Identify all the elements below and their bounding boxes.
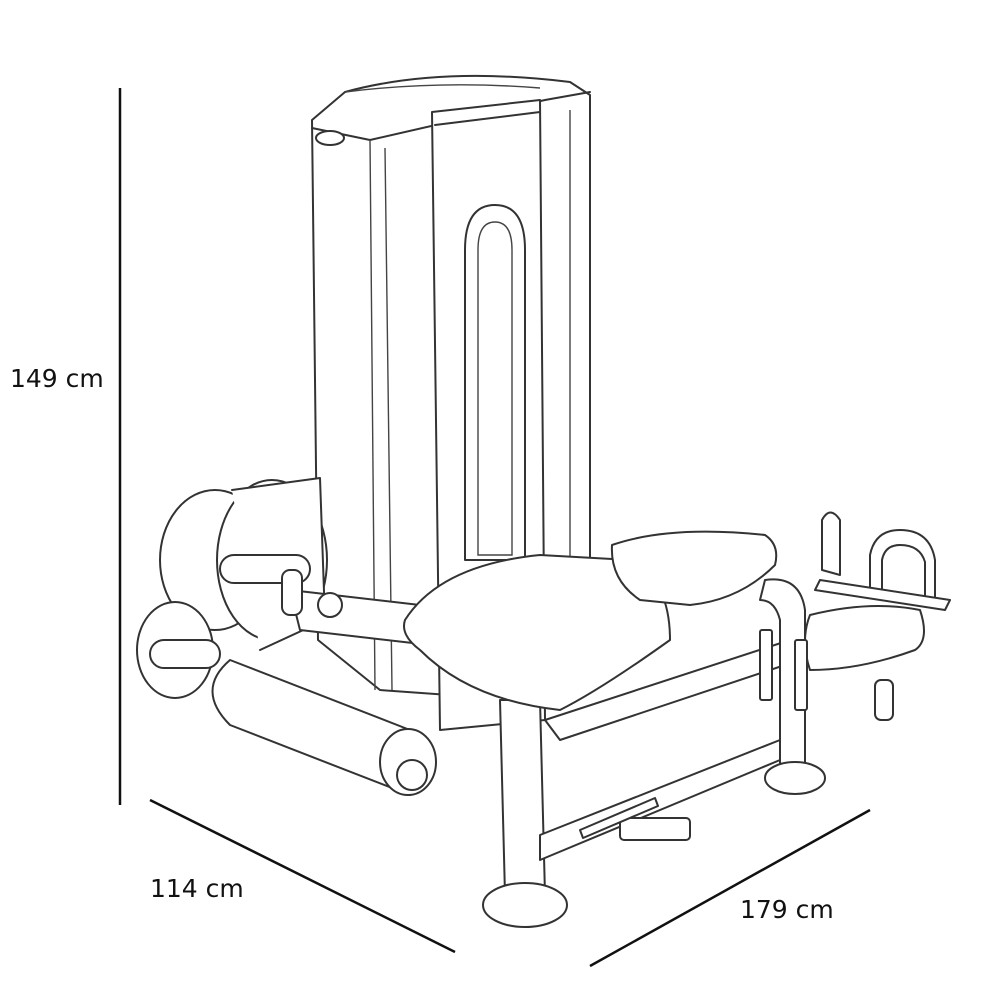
lever-arm — [281, 569, 431, 646]
depth-dimension-label: 114 cm — [150, 874, 244, 903]
leg-roller-pad — [211, 659, 437, 796]
seat-pad — [403, 530, 778, 711]
length-dimension-label: 179 cm — [740, 895, 834, 924]
length-dimension-line — [589, 808, 871, 968]
depth-dimension-line — [149, 798, 456, 954]
foot-pads-and-handles — [759, 511, 951, 721]
frame — [482, 578, 826, 928]
height-dimension-label: 149 cm — [10, 364, 104, 393]
